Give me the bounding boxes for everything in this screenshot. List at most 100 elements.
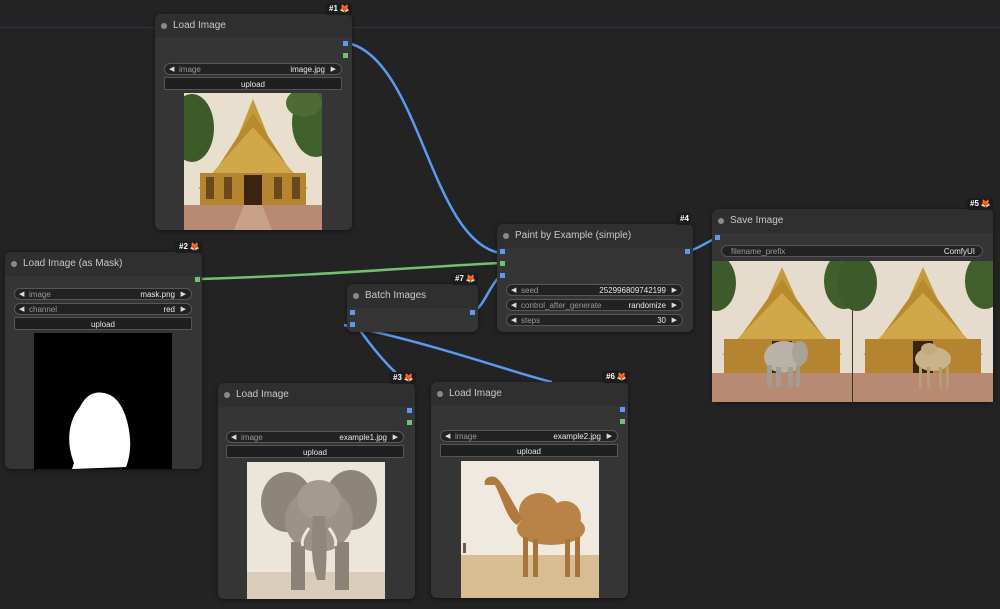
collapse-dot[interactable]: [718, 218, 724, 224]
node-header[interactable]: Load Image: [218, 383, 415, 407]
collapse-dot[interactable]: [11, 261, 17, 267]
widget-value: 252996809742199: [599, 286, 666, 295]
arrow-left-icon[interactable]: ◀: [445, 433, 451, 440]
temple-image-preview: [184, 93, 322, 230]
output-image-1: [712, 261, 864, 402]
widget-label: image: [179, 65, 201, 74]
mask-image-preview: [34, 333, 172, 469]
seed-input[interactable]: ◀ seed 252996809742199 ▶: [506, 284, 683, 296]
arrow-left-icon[interactable]: ◀: [511, 302, 517, 309]
link-1-to-4: [347, 41, 501, 255]
arrow-right-icon[interactable]: ▶: [671, 287, 677, 294]
widget-label: image: [241, 433, 263, 442]
camel-image-preview: [461, 461, 599, 598]
arrow-left-icon[interactable]: ◀: [511, 287, 517, 294]
collapse-dot[interactable]: [503, 233, 509, 239]
temple-image: [184, 93, 322, 230]
filename-prefix-input[interactable]: filename_prefix ComfyUI: [721, 245, 983, 257]
fox-icon: 🦊: [465, 274, 476, 283]
widget-value: example1.jpg: [339, 433, 387, 442]
output-image-pair: [712, 261, 993, 402]
images-input-port[interactable]: [715, 235, 720, 240]
node-save-image-5[interactable]: Save Image filename_prefix ComfyUI: [712, 209, 993, 402]
arrow-left-icon[interactable]: ◀: [231, 434, 237, 441]
widget-label: image: [455, 432, 477, 441]
node-header[interactable]: Save Image: [712, 209, 993, 233]
image-output-port[interactable]: [407, 408, 412, 413]
node-load-image-3[interactable]: Load Image ◀ image example1.jpg ▶ upload: [218, 383, 415, 599]
node-header[interactable]: Load Image: [155, 14, 352, 38]
node-title: Batch Images: [365, 290, 427, 301]
image-output-port[interactable]: [620, 407, 625, 412]
collapse-dot[interactable]: [161, 23, 167, 29]
fox-icon: 🦊: [980, 199, 991, 208]
elephant-image: [247, 462, 385, 599]
node-load-image-6[interactable]: Load Image ◀ image example2.jpg ▶ upload: [431, 382, 628, 598]
node-title: Load Image: [173, 20, 226, 31]
node-header[interactable]: Paint by Example (simple): [497, 224, 693, 248]
upload-button[interactable]: upload: [164, 77, 342, 90]
node-id-badge-4: #4: [676, 213, 691, 225]
arrow-right-icon[interactable]: ▶: [180, 306, 186, 313]
widget-label: steps: [521, 316, 541, 325]
node-batch-images-7[interactable]: Batch Images: [347, 284, 478, 332]
widget-label: channel: [29, 305, 58, 314]
node-id-badge-2: #2🦊: [175, 241, 202, 253]
node-header[interactable]: Load Image: [431, 382, 628, 406]
image1-input-port[interactable]: [350, 310, 355, 315]
image-combo[interactable]: ◀ image example2.jpg ▶: [440, 430, 618, 442]
image-combo[interactable]: ◀ image example1.jpg ▶: [226, 431, 404, 443]
arrow-right-icon[interactable]: ▶: [392, 434, 398, 441]
widget-value: ComfyUI: [943, 247, 975, 256]
widget-label: seed: [521, 286, 539, 295]
arrow-right-icon[interactable]: ▶: [671, 317, 677, 324]
arrow-left-icon[interactable]: ◀: [169, 66, 175, 73]
arrow-left-icon[interactable]: ◀: [19, 306, 25, 313]
node-title: Load Image (as Mask): [23, 258, 123, 269]
fox-icon: 🦊: [403, 373, 414, 382]
elephant-image-preview: [247, 462, 385, 599]
output-image-2: [837, 261, 993, 402]
image-combo[interactable]: ◀ image mask.png ▶: [14, 288, 192, 300]
image-input-port[interactable]: [500, 249, 505, 254]
upload-button[interactable]: upload: [14, 317, 192, 330]
collapse-dot[interactable]: [437, 391, 443, 397]
steps-input[interactable]: ◀ steps 30 ▶: [506, 314, 683, 326]
arrow-right-icon[interactable]: ▶: [671, 302, 677, 309]
mask-image: [34, 333, 172, 469]
mask-output-port[interactable]: [343, 53, 348, 58]
node-header[interactable]: Load Image (as Mask): [5, 252, 202, 276]
upload-button[interactable]: upload: [226, 445, 404, 458]
canvas-top-border: [0, 27, 1000, 28]
arrow-right-icon[interactable]: ▶: [606, 433, 612, 440]
mask-output-port[interactable]: [195, 277, 200, 282]
widget-value: red: [163, 305, 175, 314]
fox-icon: 🦊: [189, 242, 200, 251]
node-load-image-mask-2[interactable]: Load Image (as Mask) ◀ image mask.png ▶ …: [5, 252, 202, 469]
collapse-dot[interactable]: [224, 392, 230, 398]
image-combo[interactable]: ◀ image image.jpg ▶: [164, 63, 342, 75]
arrow-right-icon[interactable]: ▶: [330, 66, 336, 73]
arrow-left-icon[interactable]: ◀: [511, 317, 517, 324]
arrow-right-icon[interactable]: ▶: [180, 291, 186, 298]
widget-label: filename_prefix: [731, 247, 786, 256]
mask-output-port[interactable]: [407, 420, 412, 425]
widget-value: image.jpg: [290, 65, 325, 74]
collapse-dot[interactable]: [353, 293, 359, 299]
image-output-port[interactable]: [685, 249, 690, 254]
image-output-port[interactable]: [470, 310, 475, 315]
image-output-port[interactable]: [343, 41, 348, 46]
node-header[interactable]: Batch Images: [347, 284, 478, 308]
upload-button[interactable]: upload: [440, 444, 618, 457]
example-input-port[interactable]: [500, 273, 505, 278]
fox-icon: 🦊: [339, 4, 350, 13]
widget-value: 30: [657, 316, 666, 325]
channel-combo[interactable]: ◀ channel red ▶: [14, 303, 192, 315]
control-after-generate-combo[interactable]: ◀ control_after_generate randomize ▶: [506, 299, 683, 311]
node-paint-by-example-4[interactable]: Paint by Example (simple) ◀ seed 2529968…: [497, 224, 693, 332]
mask-output-port[interactable]: [620, 419, 625, 424]
node-load-image-1[interactable]: Load Image ◀ image image.jpg ▶ upload: [155, 14, 352, 230]
arrow-left-icon[interactable]: ◀: [19, 291, 25, 298]
image2-input-port[interactable]: [350, 322, 355, 327]
mask-input-port[interactable]: [500, 261, 505, 266]
